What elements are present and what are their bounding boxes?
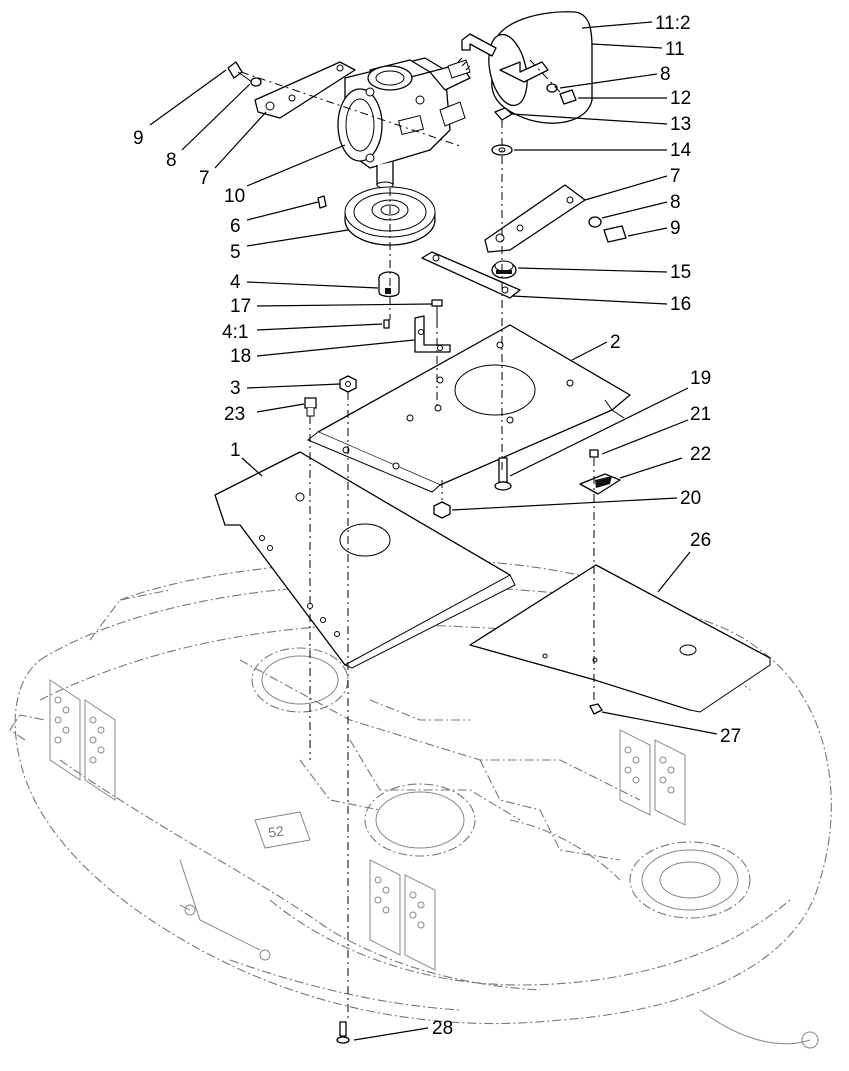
callout-1: 1: [230, 440, 241, 461]
callout-3: 3: [230, 378, 241, 399]
set-screw: [383, 319, 390, 329]
callout-11-2: 11:2: [655, 13, 691, 34]
assembly-centerlines: [240, 59, 595, 1020]
key-6: [317, 195, 327, 209]
callout-leaders: [149, 21, 718, 1041]
deck-size-marking: 52: [267, 823, 285, 841]
callout-4: 4: [230, 272, 241, 293]
bolt-9-top: [227, 61, 253, 83]
mounting-bracket-left: [254, 61, 356, 119]
callout-5: 5: [230, 242, 241, 263]
callout-8: 8: [670, 192, 681, 213]
callout-13: 13: [670, 114, 691, 135]
callout-4-1: 4:1: [222, 322, 248, 343]
nut-27: [589, 703, 603, 715]
callout-27: 27: [720, 726, 741, 747]
belt-cover-right: [469, 564, 771, 713]
nut-20: [433, 501, 451, 519]
screw-28: [336, 1021, 350, 1044]
callout-15: 15: [670, 262, 691, 283]
mower-deck-outline: 52: [9, 559, 832, 1049]
callout-7: 7: [199, 168, 210, 189]
callout-20: 20: [680, 488, 701, 509]
callout-12: 12: [670, 88, 691, 109]
bolt-17: [431, 299, 443, 320]
callout-23: 23: [224, 404, 245, 425]
callout-6: 6: [230, 216, 241, 237]
bolt-21: [589, 449, 599, 458]
isolator-mount: [491, 260, 517, 279]
callout-21: 21: [690, 404, 711, 425]
callout-18: 18: [230, 346, 251, 367]
bolt-12: [559, 89, 577, 105]
callout-14: 14: [670, 140, 692, 161]
callout-9: 9: [133, 128, 144, 149]
taper-bushing: [378, 271, 400, 298]
callout-17: 17: [230, 296, 251, 317]
gearbox-shield: [461, 11, 593, 124]
mounting-plate: [307, 324, 631, 493]
bolt-23: [304, 397, 317, 417]
callout-11: 11: [665, 39, 685, 60]
bolt-19: [494, 457, 512, 491]
washer-8-right: [546, 83, 558, 93]
callout-2: 2: [610, 332, 621, 353]
callout-16: 16: [670, 294, 691, 315]
bracket-18: [414, 315, 451, 353]
callout-26: 26: [690, 530, 711, 551]
callout-19: 19: [690, 368, 711, 389]
callout-9: 9: [670, 218, 681, 239]
strap-16: [421, 251, 521, 299]
nut-3: [339, 375, 357, 393]
callout-28: 28: [432, 1018, 453, 1039]
callout-7: 7: [670, 166, 681, 187]
mounting-bracket-right: [484, 184, 586, 253]
bolt-9-mid: [603, 225, 627, 243]
belt-cover-left: [214, 451, 516, 669]
gearbox: [337, 57, 471, 189]
callout-8: 8: [660, 64, 671, 85]
latch-22: [579, 473, 621, 495]
callout-22: 22: [690, 444, 711, 465]
washer-8-top: [250, 77, 262, 87]
washer-8-mid: [588, 216, 602, 228]
callout-10: 10: [224, 186, 245, 207]
callout-labels: 11:2 11 8 12 13 14 7 8 9 15 16 2 19 21 2…: [133, 13, 741, 1039]
callout-8: 8: [166, 150, 177, 171]
